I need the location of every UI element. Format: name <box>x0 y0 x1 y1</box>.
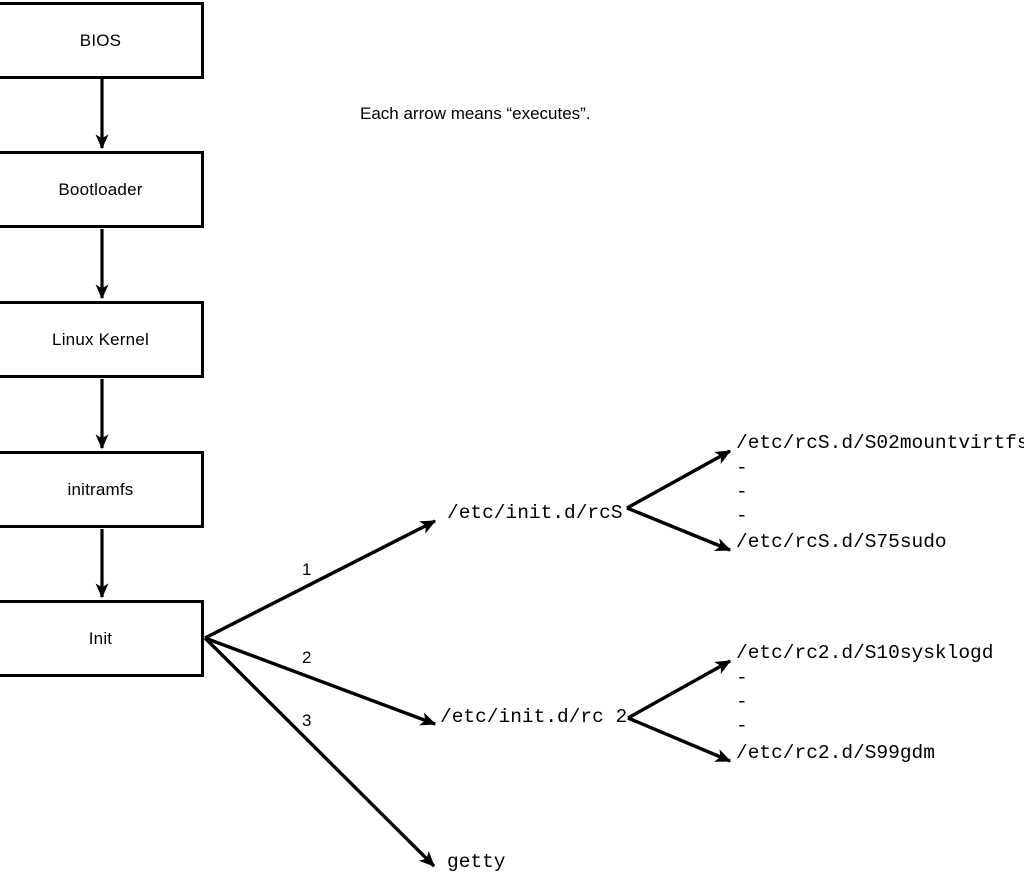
node-bios-label: BIOS <box>79 31 122 50</box>
rc2-ellipsis-dot-1: - <box>736 667 748 689</box>
node-bootloader-label: Bootloader <box>58 180 143 199</box>
rcs-fanout-group <box>626 449 732 552</box>
init-fanout-group <box>203 519 437 868</box>
edge-number-1: 1 <box>302 560 312 579</box>
arrow-legend-note: Each arrow means “executes”. <box>360 104 591 123</box>
rc2-ellipsis-dot-2: - <box>736 691 748 713</box>
edge-number-2: 2 <box>302 648 312 667</box>
rcS-ellipsis-dot-1: - <box>736 457 748 479</box>
rc2-script-first[interactable]: /etc/rc2.d/S10sysklogd <box>736 642 994 664</box>
rcS-ellipsis-dot-3: - <box>736 505 748 527</box>
rc2-fanout-group <box>627 659 732 763</box>
edge-number-3: 3 <box>302 711 312 730</box>
arrow-init-to-rcS <box>204 519 437 640</box>
node-rc2-script[interactable]: /etc/init.d/rc 2 <box>440 706 628 728</box>
node-bios[interactable]: BIOS <box>0 2 204 79</box>
node-init-label: Init <box>88 629 113 648</box>
arrow-init-to-getty <box>203 636 436 868</box>
rc2-script-last[interactable]: /etc/rc2.d/S99gdm <box>736 742 935 764</box>
node-linux-kernel-label: Linux Kernel <box>52 330 149 349</box>
node-init[interactable]: Init <box>0 600 204 677</box>
node-rcS-script[interactable]: /etc/init.d/rcS <box>447 502 623 524</box>
rc2-ellipsis-dot-3: - <box>736 715 748 737</box>
node-initramfs-label: initramfs <box>67 480 134 499</box>
node-bootloader[interactable]: Bootloader <box>0 151 204 228</box>
rcS-script-first[interactable]: /etc/rcS.d/S02mountvirtfs <box>736 432 1024 454</box>
node-linux-kernel[interactable]: Linux Kernel <box>0 301 204 378</box>
arrow-init-to-rc2 <box>204 636 437 726</box>
arrow-rc2-to-first-script <box>627 659 732 720</box>
arrow-rcS-to-first-script <box>626 449 732 510</box>
arrow-rcS-to-last-script <box>626 506 732 552</box>
node-getty[interactable]: getty <box>447 851 506 873</box>
arrow-rc2-to-last-script <box>627 716 732 763</box>
rcS-ellipsis-dot-2: - <box>736 481 748 503</box>
node-initramfs[interactable]: initramfs <box>0 451 204 528</box>
rcS-script-last[interactable]: /etc/rcS.d/S75sudo <box>736 531 947 553</box>
